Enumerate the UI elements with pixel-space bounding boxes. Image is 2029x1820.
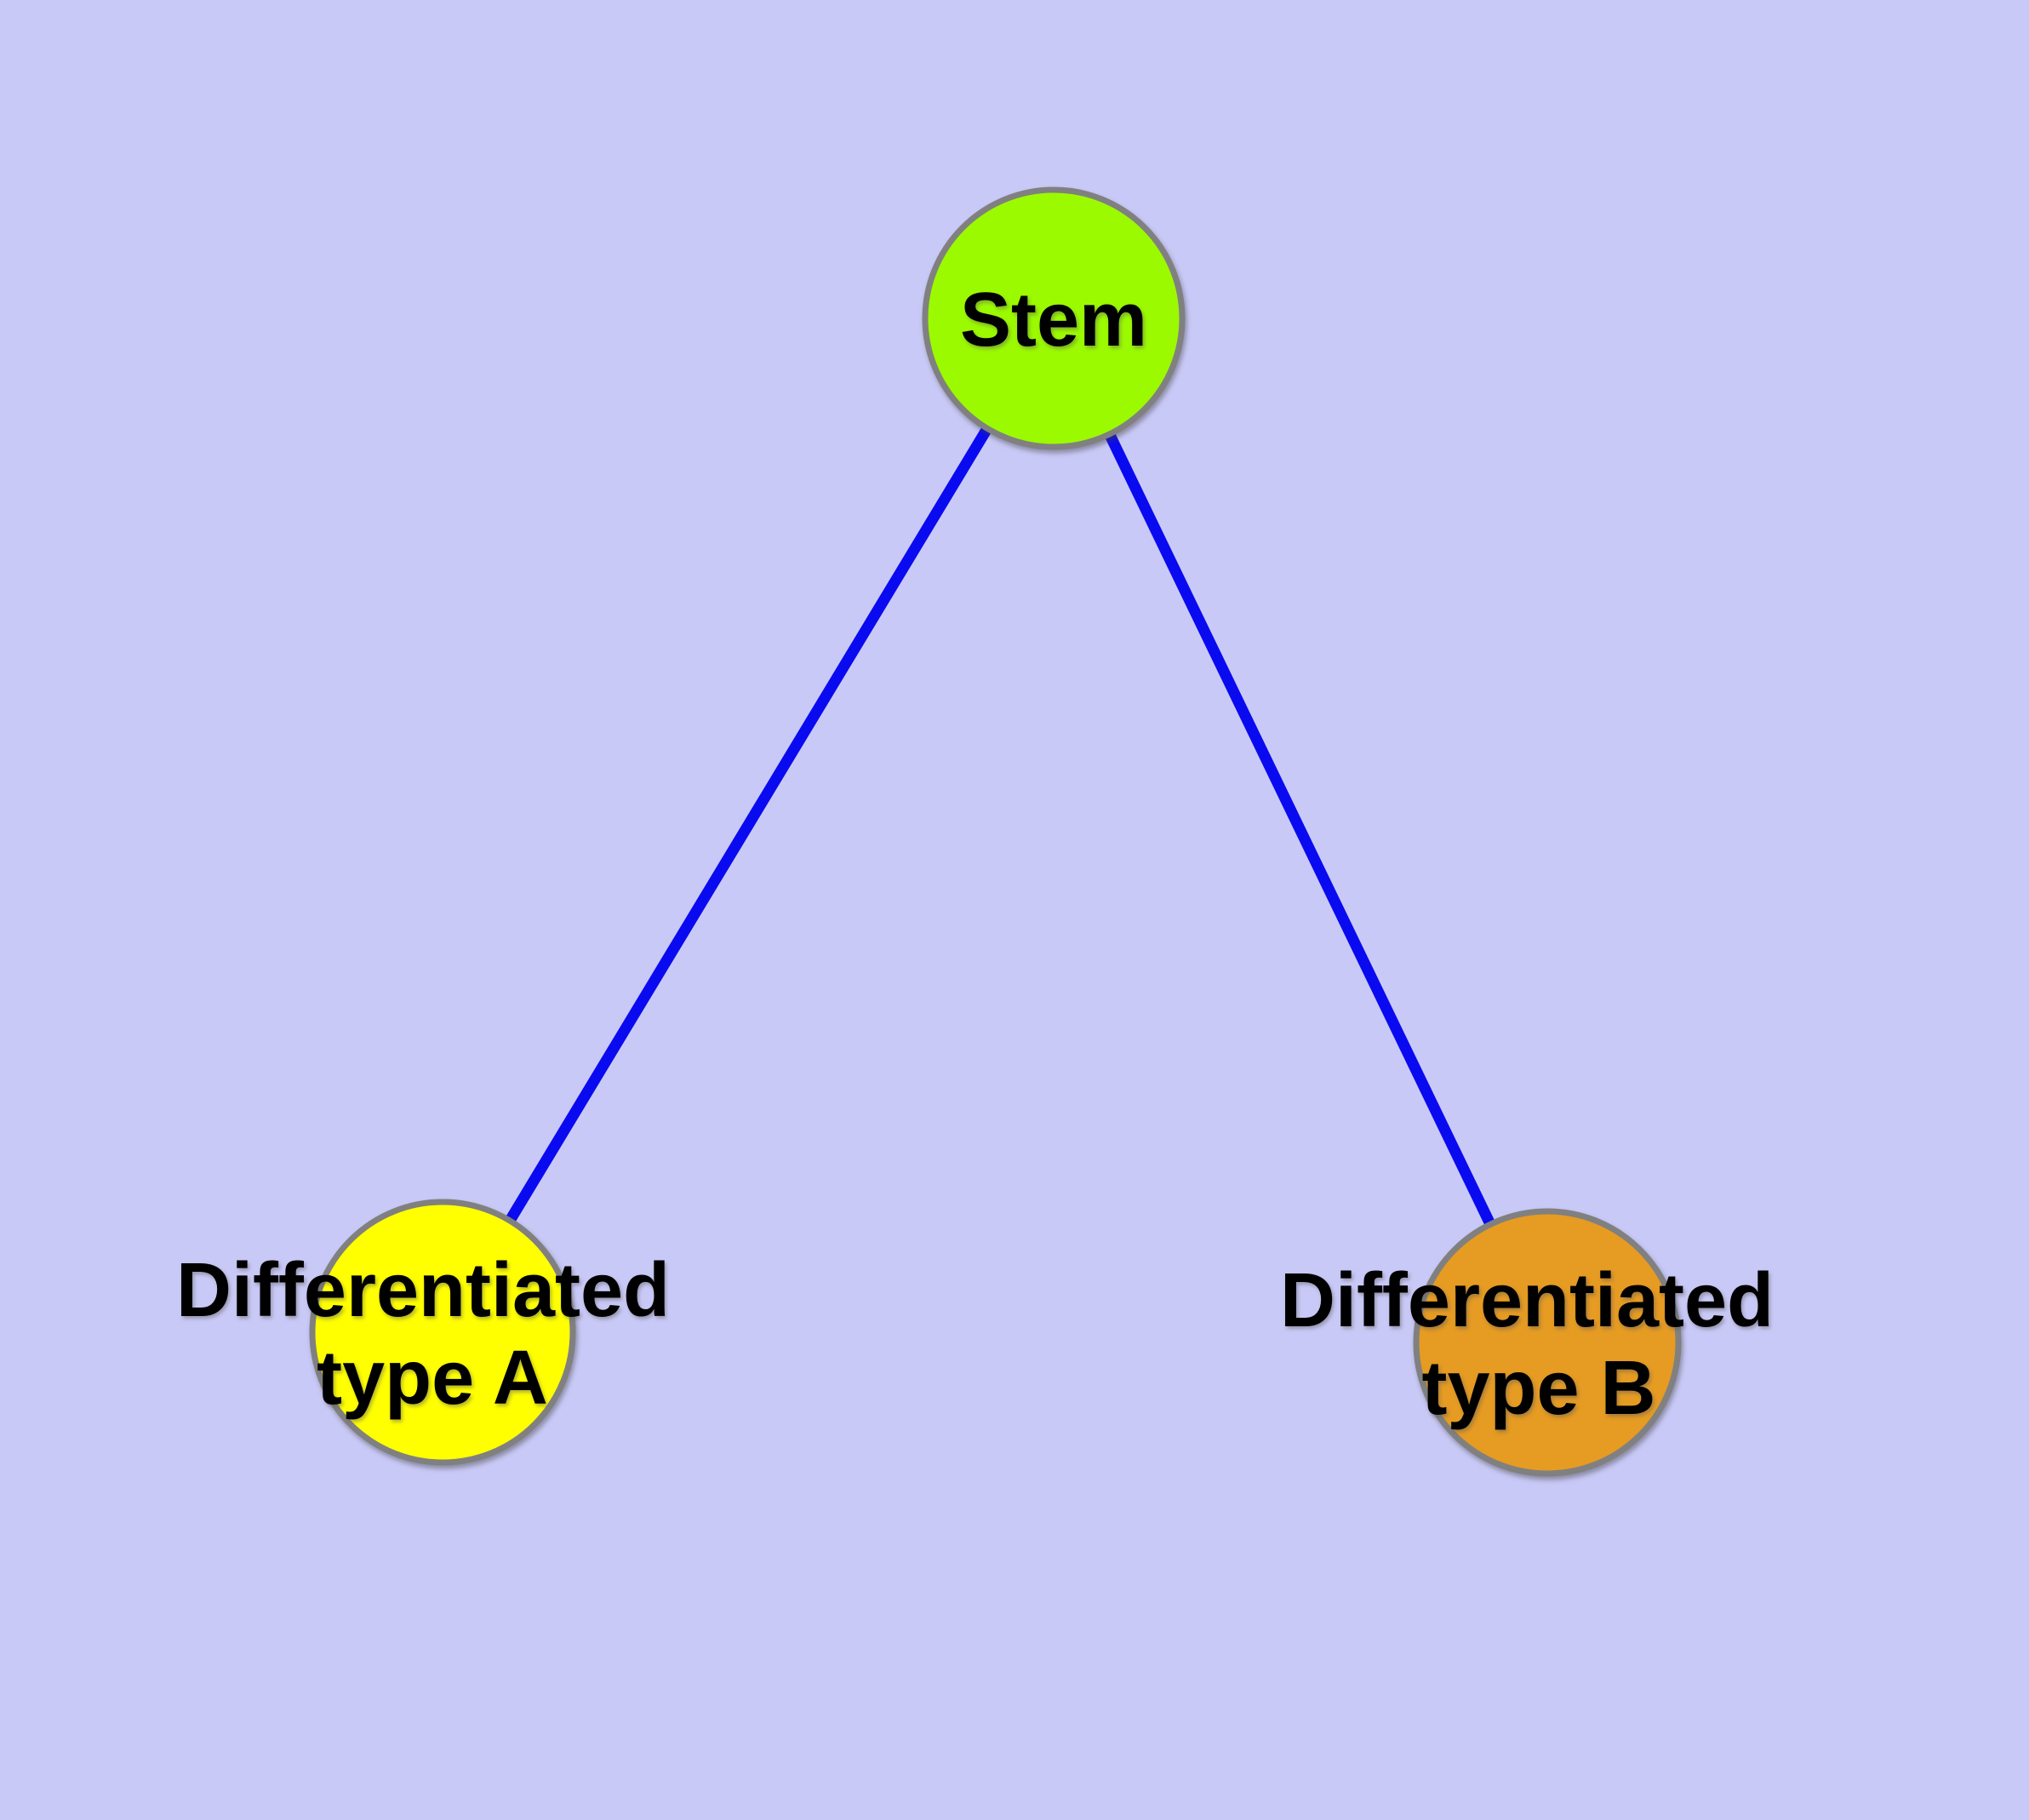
node-type-a-circle [309,1199,576,1466]
edge-stem-to-type-a [437,315,1059,1336]
node-type-b-circle [1413,1208,1682,1477]
node-differentiated-type-b: Differentiated type B [1280,1208,1774,1477]
node-type-b-label-line1: Differentiated [1280,1258,1774,1343]
node-differentiated-type-a: Differentiated type A [176,1199,670,1466]
node-type-a-label-line2: type A [317,1336,548,1421]
node-type-b-label-line2: type B [1421,1346,1655,1431]
edge-stem-to-type-b [1049,316,1552,1345]
node-stem-circle [922,186,1186,450]
node-stem-label: Stem [960,278,1147,363]
node-stem: Stem [922,186,1186,450]
node-type-a-label-line1: Differentiated [176,1248,670,1333]
